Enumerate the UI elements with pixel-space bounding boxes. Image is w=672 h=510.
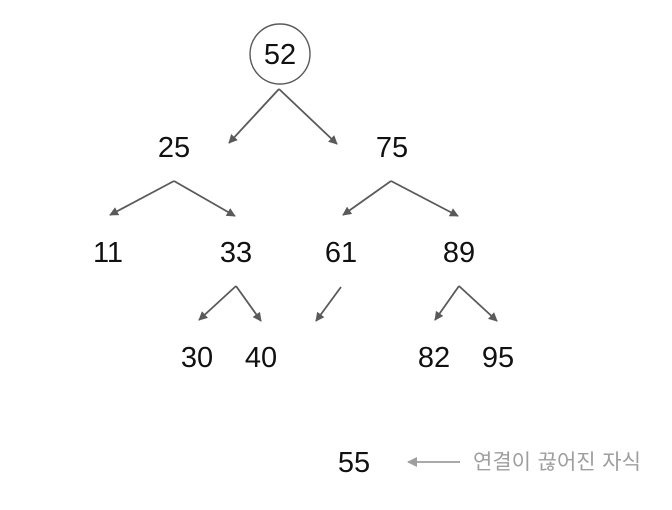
node-75: 75 [376,132,408,164]
tree-edges [109,88,498,467]
node-33: 33 [220,237,252,269]
edge-52-25 [228,88,280,144]
node-40: 40 [245,342,277,374]
node-61: 61 [325,237,357,269]
root-node-circle [249,23,311,85]
edge-52-75 [278,88,338,145]
tree-nodes: 52 25 75 11 33 61 89 30 40 82 95 55 [93,39,514,479]
node-89: 89 [443,237,475,269]
node-82: 82 [418,342,450,374]
edge-25-33 [173,180,236,217]
edge-33-40 [235,285,262,322]
annotation-text: 연결이 끊어진 자식 [473,450,641,474]
edge-89-95 [458,285,498,322]
edge-75-61 [342,180,392,216]
edge-75-89 [390,180,459,217]
node-30: 30 [181,342,213,374]
edge-89-82 [434,285,460,321]
edge-61-40 [315,286,342,322]
edge-25-11 [109,180,175,216]
node-52: 52 [264,39,296,71]
node-25: 25 [158,132,190,164]
node-55-detached: 55 [338,447,370,479]
edge-33-30 [198,285,237,321]
node-11: 11 [93,237,123,269]
node-95: 95 [482,342,514,374]
